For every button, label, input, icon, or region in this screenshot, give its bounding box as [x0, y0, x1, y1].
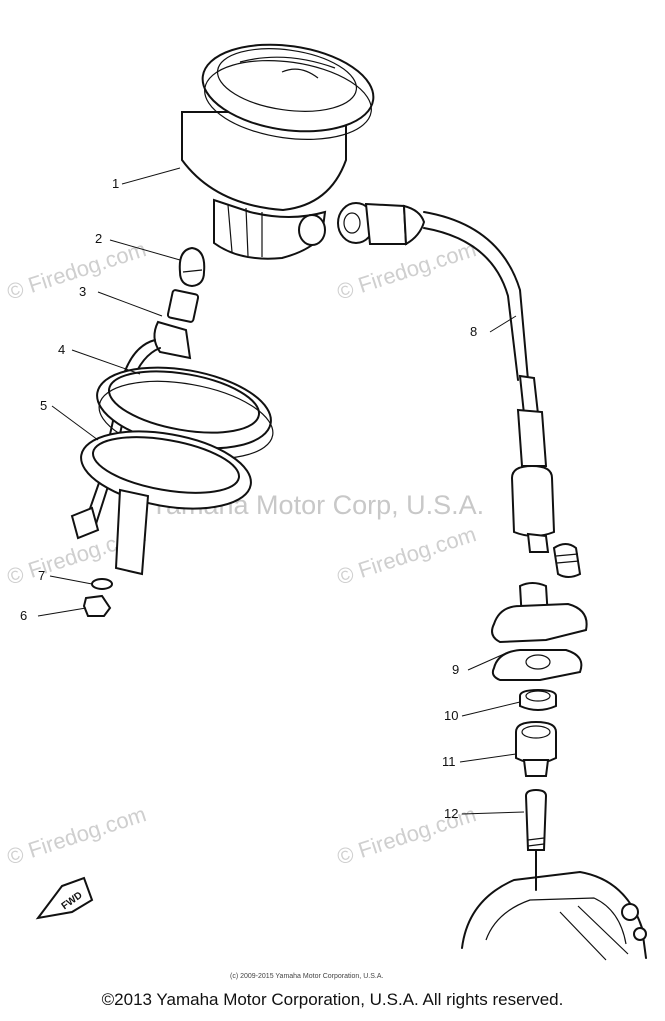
leader-lines	[37, 167, 525, 815]
part-6-nut	[82, 594, 112, 617]
callout-5: 5	[40, 398, 47, 413]
callout-12: 12	[444, 806, 458, 821]
callout-11: 11	[442, 754, 456, 769]
part-10-oil-seal	[519, 688, 557, 711]
watermark-layer: © Firedog.com © Firedog.com © Firedog.co…	[4, 236, 484, 869]
callout-4: 4	[58, 342, 65, 357]
small-credit: (c) 2009-2015 Yamaha Motor Corporation, …	[230, 973, 383, 980]
callout-10: 10	[444, 708, 458, 723]
part-3-socket	[70, 289, 200, 540]
part-9-drive-housing	[491, 543, 588, 681]
part-12-drive-gear	[461, 788, 647, 961]
callout-6: 6	[20, 608, 27, 623]
callout-numbers: 1 2 3 4 5 6 7 8 9 10 11 12	[20, 176, 477, 821]
part-5-cover-ring	[80, 430, 252, 576]
watermark-site: © Firedog.com	[334, 236, 479, 304]
callout-7: 7	[38, 568, 45, 583]
callout-3: 3	[79, 284, 86, 299]
callout-9: 9	[452, 662, 459, 677]
watermark-site: © Firedog.com	[334, 521, 479, 589]
fwd-arrow-icon: FWD	[35, 876, 94, 920]
part-7-washer	[91, 578, 113, 590]
part-8-cable	[337, 202, 556, 553]
watermark-site: © Firedog.com	[4, 801, 149, 869]
part-11-bushing	[515, 720, 557, 777]
part-1-speedometer	[181, 43, 375, 260]
watermark-site: © Firedog.com	[4, 236, 149, 304]
callout-1: 1	[112, 176, 119, 191]
callout-8: 8	[470, 324, 477, 339]
copyright-notice: ©2013 Yamaha Motor Corporation, U.S.A. A…	[101, 990, 564, 1009]
part-2-bulb	[178, 246, 206, 288]
callout-2: 2	[95, 231, 102, 246]
